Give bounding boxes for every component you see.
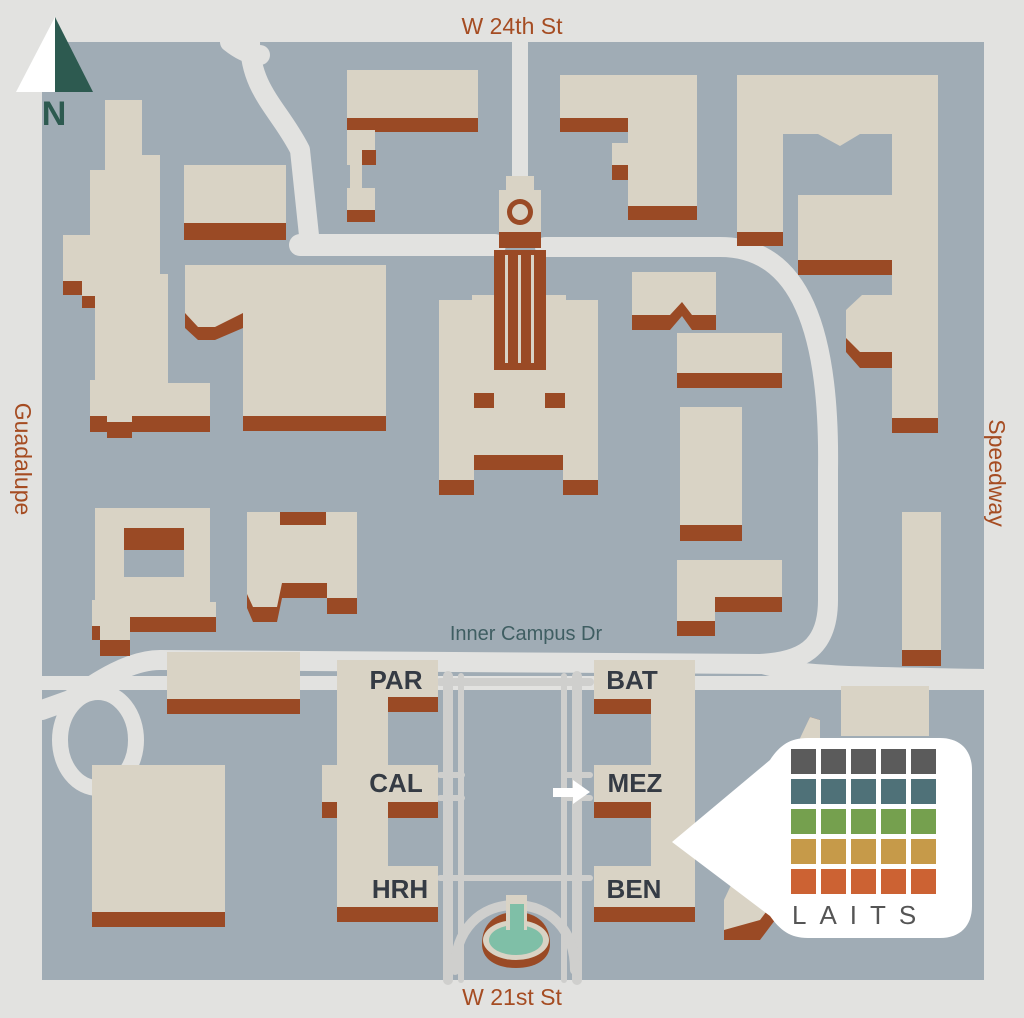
fountain	[482, 895, 550, 968]
laits-grid-square	[851, 749, 876, 774]
north-arrow-icon: N	[16, 17, 93, 133]
street-label-east: Speedway	[984, 419, 1010, 527]
building-label-mez[interactable]: MEZ	[608, 768, 663, 798]
laits-grid-square	[881, 869, 906, 894]
street-label-south: W 21st St	[462, 984, 562, 1010]
street-label-west: Guadalupe	[10, 403, 36, 516]
laits-logo-callout: LAITS	[672, 738, 972, 938]
arrow-right-icon	[553, 780, 590, 804]
building-label-par[interactable]: PAR	[370, 665, 423, 695]
laits-grid-square	[791, 839, 816, 864]
laits-grid-square	[821, 809, 846, 834]
laits-grid-square	[851, 839, 876, 864]
building-label-bat[interactable]: BAT	[606, 665, 658, 695]
laits-grid-square	[911, 869, 936, 894]
roads	[32, 32, 993, 985]
laits-color-grid	[791, 749, 936, 894]
building-label-hrh[interactable]: HRH	[372, 874, 428, 904]
laits-grid-square	[821, 839, 846, 864]
laits-grid-square	[791, 809, 816, 834]
laits-grid-square	[881, 839, 906, 864]
laits-grid-square	[911, 839, 936, 864]
building-label-cal[interactable]: CAL	[369, 768, 423, 798]
laits-grid-square	[821, 749, 846, 774]
laits-grid-square	[911, 779, 936, 804]
laits-logo-text: LAITS	[792, 900, 929, 930]
laits-grid-square	[911, 749, 936, 774]
laits-grid-square	[791, 749, 816, 774]
laits-grid-square	[791, 779, 816, 804]
laits-grid-square	[851, 779, 876, 804]
street-label-north: W 24th St	[462, 13, 564, 39]
north-letter: N	[42, 95, 67, 133]
laits-grid-square	[881, 749, 906, 774]
laits-grid-square	[911, 809, 936, 834]
laits-grid-square	[851, 869, 876, 894]
laits-grid-square	[791, 869, 816, 894]
laits-grid-square	[881, 779, 906, 804]
laits-grid-square	[851, 809, 876, 834]
laits-grid-square	[821, 779, 846, 804]
laits-grid-square	[821, 869, 846, 894]
inner-campus-drive-label: Inner Campus Dr	[450, 623, 603, 645]
laits-grid-square	[881, 809, 906, 834]
building-label-ben[interactable]: BEN	[607, 874, 662, 904]
